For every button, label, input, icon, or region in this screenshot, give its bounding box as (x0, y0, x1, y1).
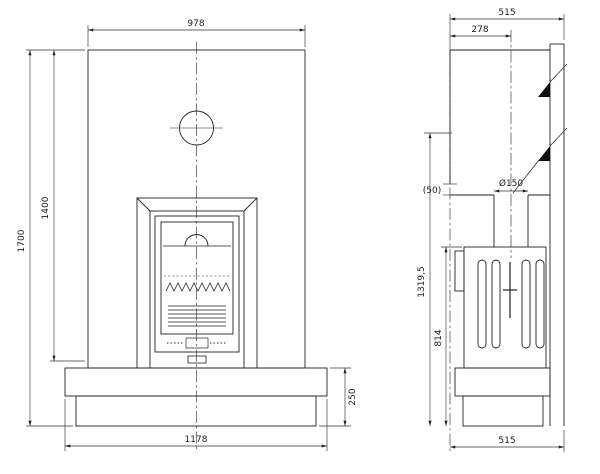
wall-section-marker-upper (538, 63, 568, 97)
dim-side-depth-bottom-lines (450, 430, 565, 452)
side-view (449, 30, 568, 452)
dim-flue-diameter: Ø150 (499, 178, 524, 189)
dim-front-width-top-lines (87, 25, 306, 47)
stove-door (154, 215, 240, 353)
frame-miter-right (243, 197, 258, 212)
dim-front-height-total: 1700 (17, 229, 27, 252)
side-vent-slot (491, 259, 501, 349)
dim-stove-top-height-lines (441, 246, 462, 426)
dim-front-height-upper-lines (50, 50, 85, 362)
side-vent-slot (535, 259, 545, 349)
side-plinth (462, 395, 544, 427)
stove-glass (160, 221, 234, 335)
dim-front-width-base: 1178 (185, 435, 208, 445)
front-dimension-labels: 978 1700 1400 1178 250 (17, 19, 358, 445)
side-vent-slot (521, 259, 531, 349)
dim-front-base-height: 250 (348, 388, 358, 405)
front-plinth (75, 395, 317, 427)
dim-side-depth-top: 515 (498, 8, 515, 18)
wall-section-marker-lower (538, 127, 568, 161)
side-dimension-labels: 515 278 (50) Ø150 1319,5 814 515 (417, 8, 523, 446)
front-dimensions (26, 25, 351, 451)
dim-side-flue-offset: 278 (471, 25, 488, 35)
side-vent-slot (477, 259, 487, 349)
side-dimensions (424, 14, 565, 452)
side-wall-chase (549, 43, 565, 426)
dim-front-base-height-lines (319, 367, 351, 427)
dim-side-gap: (50) (423, 186, 441, 196)
frame-miter-left (136, 197, 151, 212)
dim-stove-top-height: 814 (434, 329, 444, 346)
dim-side-gap-lines (443, 183, 457, 196)
dim-side-depth-top-lines (449, 14, 565, 44)
flame-zigzag (165, 282, 231, 292)
hood-slope-line (512, 159, 540, 194)
dim-front-width-base-lines (64, 399, 328, 451)
dim-front-height-upper: 1400 (41, 196, 51, 219)
dim-front-width-top: 978 (187, 19, 204, 29)
door-edge (454, 250, 465, 292)
ashpan-handle (187, 355, 207, 364)
baffle-arc (184, 234, 209, 247)
side-flue-pipe (493, 195, 529, 247)
front-view (64, 42, 328, 452)
dim-flue-connection-height-lines (424, 132, 452, 426)
dim-side-depth-bottom: 515 (498, 436, 515, 446)
side-stove-body (454, 246, 547, 369)
dim-flue-connection-height: 1319,5 (417, 266, 427, 298)
air-control-plate (185, 337, 209, 349)
grate-lines (168, 305, 226, 327)
